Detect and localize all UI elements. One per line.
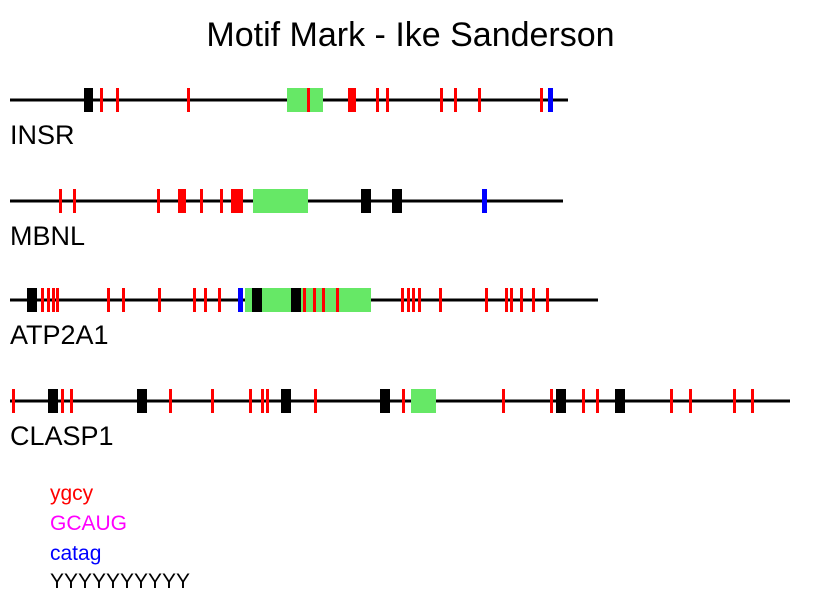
motif-yyyyyyyyyy-mbnl-8	[392, 189, 402, 213]
motif-catag-insr-12	[548, 88, 553, 112]
motif-ygcy-clasp1-18	[596, 389, 599, 413]
motif-ygcy-atp2a1-27	[532, 288, 535, 312]
motif-ygcy-mbnl-5	[220, 189, 223, 213]
motif-ygcy-atp2a1-14	[303, 288, 306, 312]
motif-ygcy-atp2a1-22	[439, 288, 442, 312]
motif-ygcy-atp2a1-2	[47, 288, 50, 312]
motif-ygcy-mbnl-4	[200, 189, 203, 213]
legend-yyyyyyyyyy: YYYYYYYYYY	[50, 570, 190, 594]
motif-ygcy-clasp1-2	[61, 389, 64, 413]
motif-ygcy-clasp1-5	[169, 389, 172, 413]
motif-yyyyyyyyyy-clasp1-19	[615, 389, 625, 413]
figure-title: Motif Mark - Ike Sanderson	[206, 16, 615, 54]
motif-ygcy-insr-9	[454, 88, 457, 112]
motif-ygcy-atp2a1-16	[322, 288, 325, 312]
motif-ygcy-clasp1-21	[689, 389, 692, 413]
motif-ygcy-insr-4	[307, 88, 310, 112]
motif-ygcy-insr-8	[440, 88, 443, 112]
motif-ygcy-atp2a1-3	[52, 288, 55, 312]
motif-yyyyyyyyyy-clasp1-16	[556, 389, 566, 413]
motif-ygcy-clasp1-8	[261, 389, 264, 413]
exon-atp2a1	[245, 288, 371, 312]
legend-label-catag: catag	[50, 542, 102, 565]
motif-catag-atp2a1-11	[238, 288, 243, 312]
legend-ygcy: ygcy	[50, 482, 93, 506]
motif-ygcy-atp2a1-1	[41, 288, 44, 312]
motif-ygcy-insr-11	[540, 88, 543, 112]
gene-label-insr: INSR	[10, 120, 75, 150]
legend-label-gcaug: GCAUG	[50, 512, 128, 535]
legend-label-yyyyyyyyyy: YYYYYYYYYY	[50, 570, 191, 593]
motif-ygcy-atp2a1-20	[412, 288, 415, 312]
motif-yyyyyyyyyy-atp2a1-0	[27, 288, 37, 312]
motif-ygcy-clasp1-3	[70, 389, 73, 413]
motif-catag-mbnl-9	[482, 189, 487, 213]
motif-yyyyyyyyyy-clasp1-12	[380, 389, 390, 413]
motif-ygcy-mbnl-0	[59, 189, 62, 213]
motif-ygcy-atp2a1-6	[122, 288, 125, 312]
legend-catag: catag	[50, 542, 101, 566]
motif-yyyyyyyyyy-atp2a1-13	[291, 288, 301, 312]
motif-ygcy-mbnl-3	[178, 189, 186, 213]
gene-label-clasp1: CLASP1	[10, 421, 114, 451]
motif-ygcy-mbnl-1	[73, 189, 76, 213]
legend-gcaug: GCAUG	[50, 512, 127, 536]
motif-ygcy-clasp1-11	[314, 389, 317, 413]
motif-ygcy-insr-5	[348, 88, 356, 112]
motif-ygcy-atp2a1-17	[336, 288, 339, 312]
motif-ygcy-mbnl-2	[157, 189, 160, 213]
motif-ygcy-clasp1-14	[502, 389, 505, 413]
motif-yyyyyyyyyy-clasp1-1	[48, 389, 58, 413]
motif-ygcy-insr-7	[386, 88, 389, 112]
exon-mbnl	[253, 189, 308, 213]
exon-clasp1	[411, 389, 436, 413]
motif-yyyyyyyyyy-insr-0	[84, 88, 93, 112]
motif-ygcy-insr-2	[116, 88, 119, 112]
motif-yyyyyyyyyy-clasp1-10	[281, 389, 291, 413]
motif-ygcy-atp2a1-24	[505, 288, 508, 312]
motif-ygcy-clasp1-23	[751, 389, 754, 413]
motif-ygcy-atp2a1-28	[546, 288, 549, 312]
motif-ygcy-clasp1-13	[402, 389, 405, 413]
motif-ygcy-clasp1-9	[266, 389, 269, 413]
motif-ygcy-clasp1-15	[550, 389, 553, 413]
motif-ygcy-atp2a1-4	[56, 288, 59, 312]
motif-ygcy-atp2a1-8	[193, 288, 196, 312]
motif-ygcy-clasp1-0	[12, 389, 15, 413]
motif-ygcy-atp2a1-23	[485, 288, 488, 312]
motif-yyyyyyyyyy-clasp1-4	[137, 389, 147, 413]
motif-ygcy-clasp1-20	[670, 389, 673, 413]
motif-ygcy-clasp1-17	[582, 389, 585, 413]
motif-ygcy-insr-6	[376, 88, 379, 112]
motif-ygcy-atp2a1-9	[204, 288, 207, 312]
motif-ygcy-atp2a1-25	[510, 288, 513, 312]
motif-ygcy-atp2a1-21	[418, 288, 421, 312]
motif-ygcy-atp2a1-19	[407, 288, 410, 312]
motif-ygcy-clasp1-22	[733, 389, 736, 413]
motif-ygcy-clasp1-7	[249, 389, 252, 413]
motif-ygcy-atp2a1-7	[158, 288, 161, 312]
motif-ygcy-atp2a1-5	[107, 288, 110, 312]
motif-ygcy-atp2a1-18	[401, 288, 404, 312]
motif-ygcy-insr-3	[187, 88, 190, 112]
motif-ygcy-insr-10	[478, 88, 481, 112]
gene-label-mbnl: MBNL	[10, 221, 85, 251]
motif-ygcy-clasp1-6	[211, 389, 214, 413]
legend-label-ygcy: ygcy	[50, 482, 94, 505]
motif-yyyyyyyyyy-atp2a1-12	[252, 288, 262, 312]
motif-yyyyyyyyyy-mbnl-7	[361, 189, 371, 213]
motif-ygcy-atp2a1-26	[520, 288, 523, 312]
motif-ygcy-atp2a1-10	[218, 288, 221, 312]
motif-ygcy-atp2a1-15	[313, 288, 316, 312]
exon-insr	[287, 88, 323, 112]
gene-label-atp2a1: ATP2A1	[10, 320, 109, 350]
motif-ygcy-insr-1	[100, 88, 103, 112]
motif-ygcy-mbnl-6	[231, 189, 243, 213]
